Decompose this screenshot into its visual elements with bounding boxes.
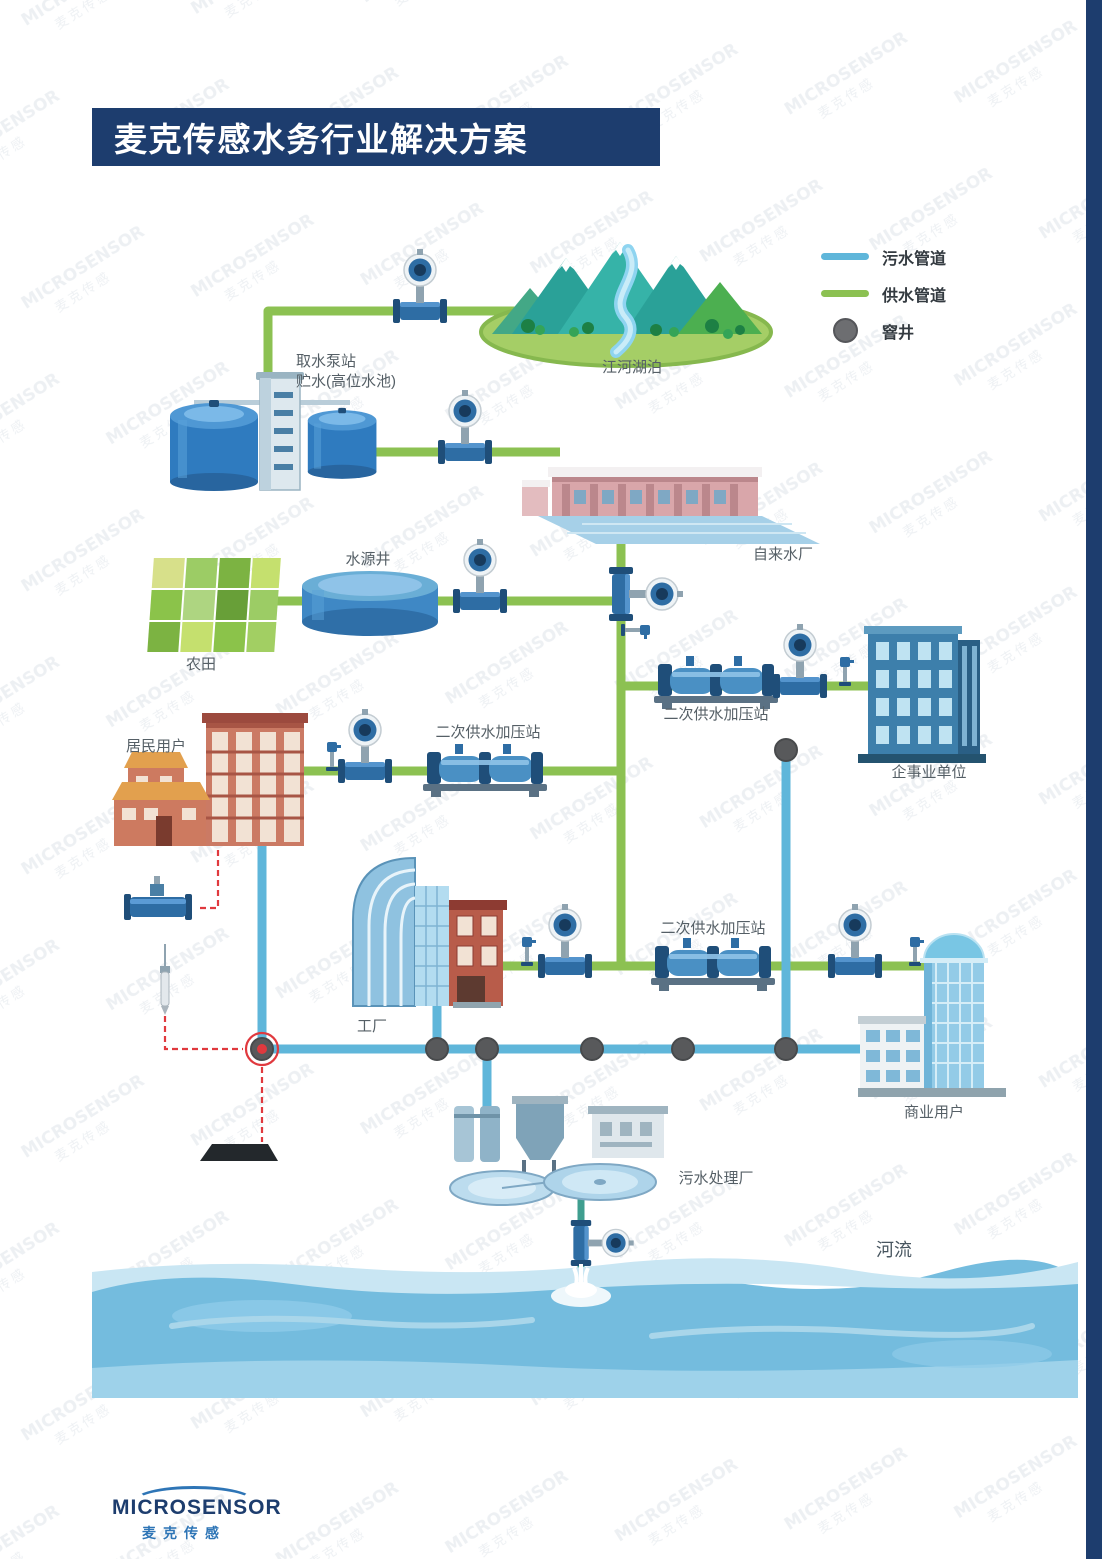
logo-swoosh-icon — [134, 1486, 254, 1516]
legend-label-supply: 供水管道 — [882, 287, 947, 305]
flow-meter-icon — [452, 538, 508, 614]
legend-label-sewage: 污水管道 — [882, 250, 947, 268]
enterprise-illustration — [858, 626, 986, 763]
legend-item-supply: 供水管道 — [820, 275, 946, 312]
river-label: 河流 — [876, 1240, 912, 1260]
flow-meter-icon — [337, 708, 393, 784]
factory-illustration — [352, 856, 507, 1008]
annotation-dashed-line — [163, 1016, 243, 1051]
commercial-illustration — [858, 933, 1006, 1097]
manhole-icon — [475, 1037, 499, 1061]
waterworks-illustration — [522, 467, 820, 544]
residential-illustration — [112, 713, 308, 846]
booster-station-label: 二次供水加压站 — [663, 706, 769, 723]
storage-tank — [170, 400, 258, 491]
enterprise-label: 企事业单位 — [891, 764, 967, 781]
well-label: 水源井 — [345, 551, 391, 568]
booster-pump-icon — [423, 744, 547, 797]
flow-meter-icon — [437, 389, 493, 465]
farmland-illustration — [147, 558, 281, 652]
right-edge-bar — [1086, 0, 1102, 1559]
manhole-icon — [774, 1037, 798, 1061]
manhole-icon — [671, 1037, 695, 1061]
booster-station-label: 二次供水加压站 — [660, 920, 766, 937]
annotation-dot — [257, 1044, 267, 1054]
well-illustration — [302, 571, 438, 636]
commercial-label: 商业用户 — [903, 1104, 965, 1121]
booster-pump-icon — [651, 938, 775, 991]
manhole-icon — [580, 1037, 604, 1061]
intake-station-label-line2: 贮水(高位水池) — [296, 373, 396, 390]
supply-pipe-swatch — [821, 290, 869, 297]
footer-logo: MICROSENSOR 麦克传感 — [112, 1486, 282, 1543]
sewage-pipe-swatch — [821, 253, 869, 260]
legend: 污水管道 供水管道 窨井 — [820, 238, 946, 349]
farmland-label: 农田 — [185, 656, 217, 673]
river-illustration — [92, 1258, 1078, 1398]
waterworks-label: 自来水厂 — [752, 546, 814, 563]
sewage-plant-label: 污水处理厂 — [678, 1170, 754, 1187]
logo-subtext: 麦克传感 — [142, 1525, 226, 1541]
flow-meter-icon — [537, 903, 593, 979]
sewage-plant-illustration — [449, 1096, 668, 1206]
legend-item-manhole: 窨井 — [820, 312, 946, 349]
manhole-swatch-icon — [832, 318, 858, 343]
intake-station-label-line1: 取水泵站 — [296, 353, 357, 370]
flow-meter-icon — [392, 248, 448, 324]
lake-illustration — [479, 242, 773, 368]
manhole-icon — [425, 1037, 449, 1061]
level-probe-icon — [160, 944, 170, 1015]
factory-label: 工厂 — [357, 1018, 388, 1035]
legend-label-manhole: 窨井 — [882, 324, 915, 342]
pressure-transmitter-icon — [124, 876, 192, 920]
page-title: 麦克传感水务行业解决方案 — [114, 121, 528, 158]
flow-meter-icon — [608, 566, 684, 622]
booster-pump-icon — [654, 656, 778, 709]
page-title-banner: 麦克传感水务行业解决方案 — [92, 108, 660, 166]
lake-label: 江河湖泊 — [601, 359, 663, 376]
storage-tank — [307, 407, 377, 479]
flow-meter-icon — [772, 623, 828, 699]
ground-pad — [200, 1144, 278, 1161]
manhole-icon — [774, 738, 798, 762]
booster-station-label: 二次供水加压站 — [435, 724, 541, 741]
residential-label: 居民用户 — [126, 738, 187, 755]
legend-item-sewage: 污水管道 — [820, 238, 946, 275]
